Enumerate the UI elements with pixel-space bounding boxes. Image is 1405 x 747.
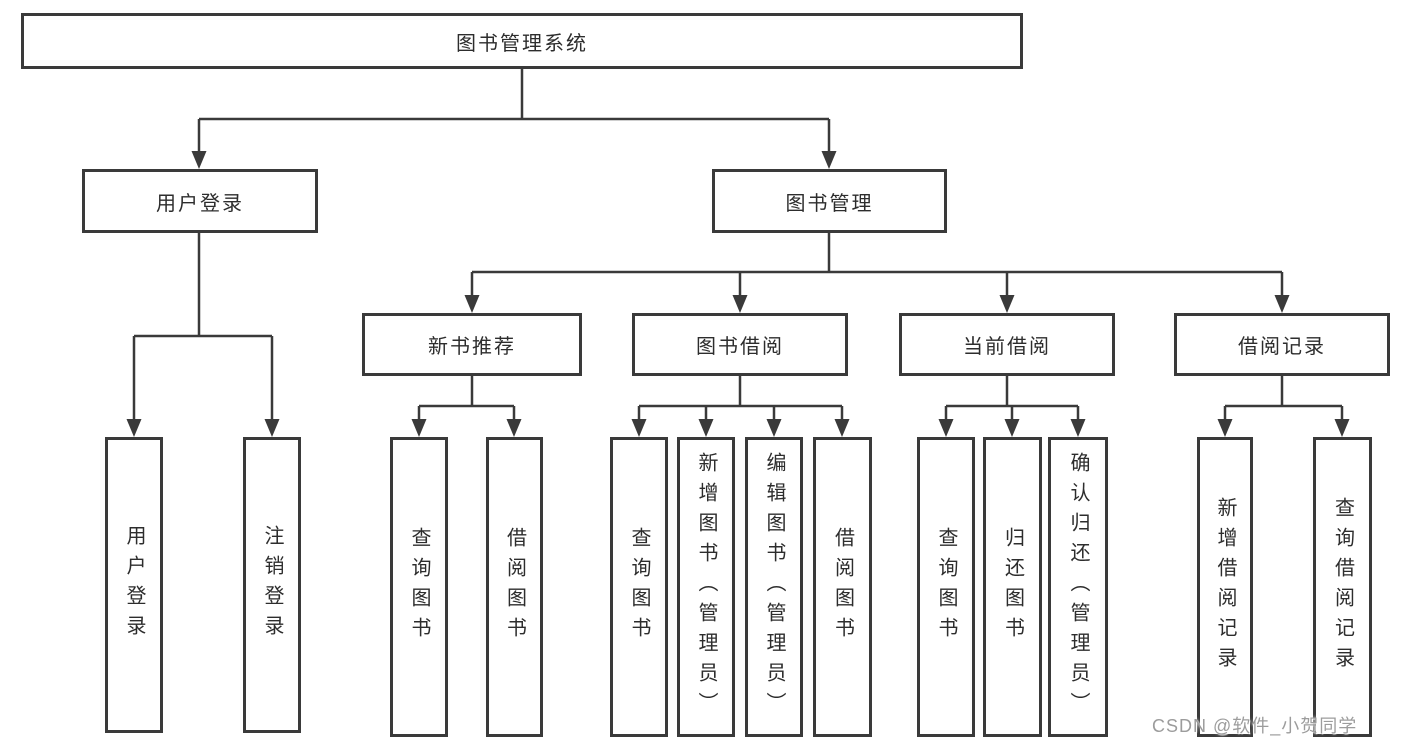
- arrowhead-cb-query: [938, 419, 954, 437]
- leaf-logout-label: 注销登录: [261, 525, 283, 645]
- arrowhead-to-current-borrow: [999, 295, 1015, 313]
- connector-user-login-trunk: [132, 233, 274, 425]
- node-book-management: 图书管理: [712, 169, 947, 233]
- node-book-borrow-label: 图书借阅: [696, 336, 784, 358]
- leaf-user-login-label: 用户登录: [123, 525, 145, 645]
- connector-borrow-record-trunk: [1223, 376, 1344, 425]
- node-new-book-recommend: 新书推荐: [362, 313, 582, 376]
- arrowhead-nb-query: [411, 419, 427, 437]
- arrowhead-bb-borrow: [834, 419, 850, 437]
- leaf-br-query-record: 查询借阅记录: [1313, 437, 1372, 737]
- leaf-bb-add-books-admin-label: 新增图书（管理员）: [695, 452, 717, 722]
- node-new-book-recommend-label: 新书推荐: [428, 336, 516, 358]
- arrowhead-to-user-login: [191, 151, 207, 169]
- connector-root-trunk: [197, 69, 831, 157]
- arrowhead-to-book-mgmt: [821, 151, 837, 169]
- leaf-bb-borrow-books: 借阅图书: [813, 437, 872, 737]
- connector-book-mgmt-trunk: [470, 233, 1284, 301]
- arrowhead-to-leaf-logout: [264, 419, 280, 437]
- leaf-cb-return-books-label: 归还图书: [1001, 527, 1024, 647]
- leaf-cb-confirm-return-admin-label: 确认归还（管理员）: [1067, 452, 1089, 722]
- leaf-bb-borrow-books-label: 借阅图书: [831, 527, 854, 647]
- leaf-nb-query-books: 查询图书: [390, 437, 448, 737]
- leaf-bb-edit-books-admin-label: 编辑图书（管理员）: [763, 452, 785, 722]
- leaf-cb-query-books: 查询图书: [917, 437, 975, 737]
- node-system-root: 图书管理系统: [21, 13, 1023, 69]
- arrowhead-cb-confirm: [1070, 419, 1086, 437]
- leaf-bb-query-books: 查询图书: [610, 437, 668, 737]
- leaf-user-login: 用户登录: [105, 437, 163, 733]
- connector-new-book-trunk: [417, 376, 516, 425]
- leaf-cb-return-books: 归还图书: [983, 437, 1042, 737]
- csdn-watermark: CSDN @软件_小贺同学: [1152, 716, 1358, 736]
- leaf-logout: 注销登录: [243, 437, 301, 733]
- arrowhead-nb-borrow: [506, 419, 522, 437]
- arrowhead-bb-add: [698, 419, 714, 437]
- connector-current-borrow-trunk: [944, 376, 1080, 425]
- arrowhead-br-query: [1334, 419, 1350, 437]
- arrowhead-to-new-book: [464, 295, 480, 313]
- arrowhead-cb-return: [1004, 419, 1020, 437]
- node-system-root-label: 图书管理系统: [456, 32, 588, 55]
- leaf-bb-edit-books-admin: 编辑图书（管理员）: [745, 437, 803, 737]
- node-current-borrow-label: 当前借阅: [963, 336, 1051, 358]
- leaf-br-add-record: 新增借阅记录: [1197, 437, 1253, 737]
- node-book-borrow: 图书借阅: [632, 313, 848, 376]
- leaf-cb-confirm-return-admin: 确认归还（管理员）: [1048, 437, 1108, 737]
- leaf-cb-query-books-label: 查询图书: [935, 527, 957, 647]
- node-borrow-records-label: 借阅记录: [1238, 336, 1326, 358]
- node-user-login: 用户登录: [82, 169, 318, 233]
- node-borrow-records: 借阅记录: [1174, 313, 1390, 376]
- connector-book-borrow-trunk: [637, 376, 844, 425]
- node-book-management-label: 图书管理: [785, 192, 874, 215]
- leaf-bb-query-books-label: 查询图书: [628, 527, 650, 647]
- leaf-br-add-record-label: 新增借阅记录: [1214, 497, 1236, 677]
- leaf-br-query-record-label: 查询借阅记录: [1331, 497, 1354, 677]
- leaf-nb-borrow-books: 借阅图书: [486, 437, 543, 737]
- arrowhead-br-add: [1217, 419, 1233, 437]
- arrowhead-to-borrow-record: [1274, 295, 1290, 313]
- node-current-borrow: 当前借阅: [899, 313, 1115, 376]
- leaf-nb-borrow-books-label: 借阅图书: [503, 527, 526, 647]
- arrowhead-bb-query: [631, 419, 647, 437]
- node-user-login-label: 用户登录: [156, 192, 244, 215]
- arrowhead-to-book-borrow: [732, 295, 748, 313]
- leaf-nb-query-books-label: 查询图书: [408, 527, 430, 647]
- arrowhead-bb-edit: [766, 419, 782, 437]
- arrowhead-to-leaf-user-login: [126, 419, 142, 437]
- leaf-bb-add-books-admin: 新增图书（管理员）: [677, 437, 735, 737]
